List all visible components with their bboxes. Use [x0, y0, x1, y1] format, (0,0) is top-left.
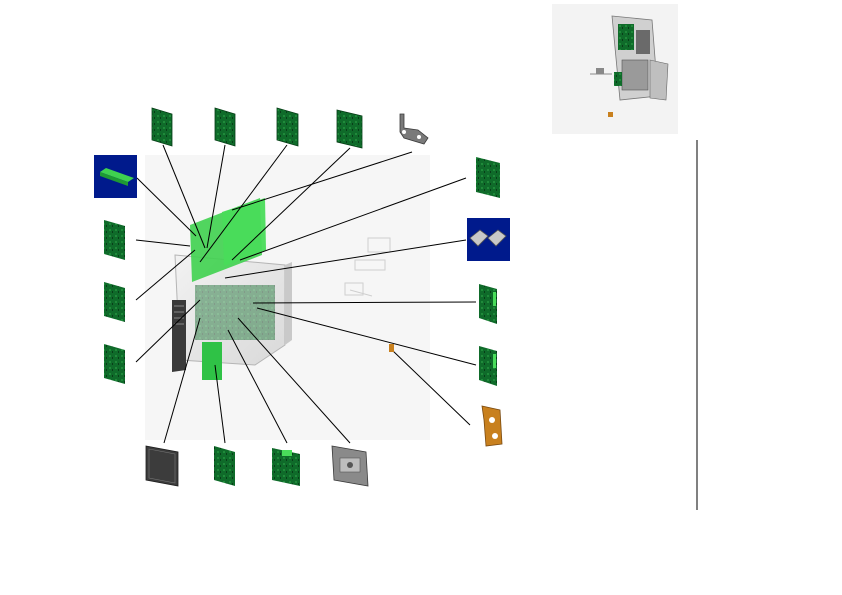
pcb-board-top-1[interactable]	[151, 107, 173, 147]
chassis-inner-board	[195, 285, 275, 340]
metal-bracket[interactable]	[399, 113, 429, 145]
pcb-board-bottom-1[interactable]	[214, 446, 235, 486]
pcb-board-left-3[interactable]	[104, 344, 125, 384]
pcb-board-right-1[interactable]	[476, 157, 500, 198]
pcb-board-top-2[interactable]	[214, 107, 236, 147]
pcb-board-bottom-2[interactable]	[272, 448, 300, 486]
pcb-board-left-2[interactable]	[104, 282, 125, 322]
pcb-board-right-2[interactable]	[479, 284, 497, 324]
chassis-side	[285, 262, 292, 345]
small-orange-part	[389, 344, 394, 352]
leader-lines	[135, 144, 477, 444]
drive-module[interactable]	[331, 445, 369, 487]
chassis-pcb-lower	[202, 342, 222, 380]
chassis-pcb-secondary	[222, 198, 266, 266]
orange-bracket[interactable]	[481, 405, 503, 447]
ghost-parts	[344, 237, 391, 297]
pcb-board-left-1[interactable]	[104, 220, 125, 260]
assembled-unit-thumbnail[interactable]	[552, 4, 678, 134]
pcb-board-top-3[interactable]	[276, 107, 299, 147]
front-panel[interactable]	[145, 445, 179, 487]
pcb-board-top-4[interactable]	[336, 109, 363, 149]
chassis-front-vent	[172, 300, 186, 372]
chassis-assembly	[145, 155, 430, 440]
highlighted-memory-module[interactable]	[94, 155, 137, 198]
highlighted-dimm-pair[interactable]	[467, 218, 510, 261]
pcb-board-right-3[interactable]	[479, 346, 497, 386]
